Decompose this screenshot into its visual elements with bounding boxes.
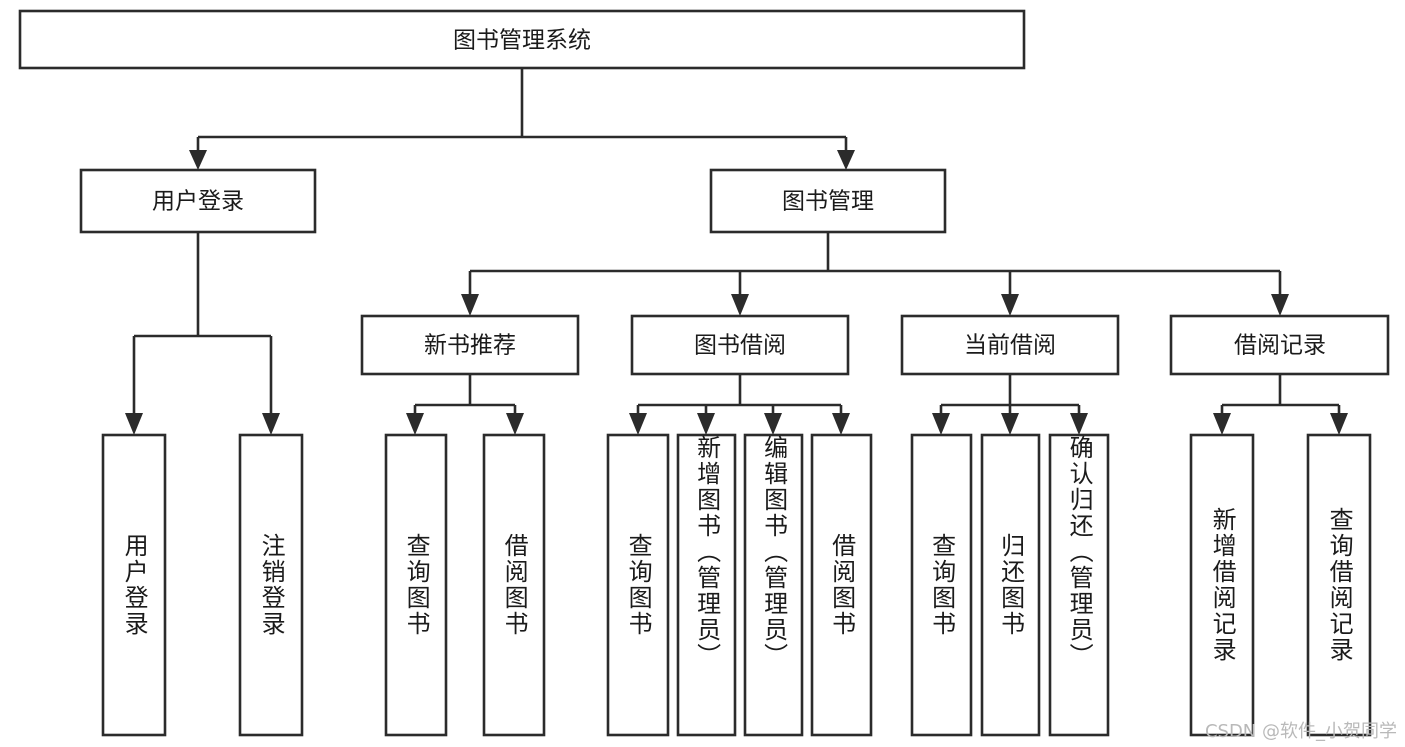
leaf-box-edit-book[interactable] [743, 433, 804, 737]
node-user-login[interactable] [79, 168, 317, 234]
node-root[interactable] [18, 9, 1026, 70]
connector-userlogin-to-leaves [125, 232, 280, 435]
node-book-borrow[interactable] [630, 314, 850, 376]
connector-currentborrow-to-leaves [932, 374, 1088, 435]
node-book-borrow-label: 图书借阅 [694, 333, 786, 359]
leaf-box-user-login[interactable] [101, 433, 167, 737]
connector-borrowrecord-to-leaves [1213, 374, 1348, 435]
node-current-borrow-label: 当前借阅 [964, 333, 1056, 359]
node-book-management[interactable] [709, 168, 947, 234]
connector-root-to-level2 [189, 68, 855, 170]
node-current-borrow[interactable] [900, 314, 1120, 376]
connector-newbook-to-leaves [406, 374, 524, 435]
leaf-box-query-book-current[interactable] [910, 433, 973, 737]
watermark-text: CSDN @软件_小贺同学 [1204, 721, 1397, 742]
connector-bookborrow-to-leaves [629, 374, 850, 435]
leaf-box-borrow-book[interactable] [810, 433, 873, 737]
leaf-box-borrow-book-rec[interactable] [482, 433, 546, 737]
leaf-box-confirm-return[interactable] [1048, 433, 1110, 737]
leaf-box-return-book[interactable] [980, 433, 1041, 737]
node-user-login-label: 用户登录 [152, 189, 244, 215]
node-new-book-recommend-label: 新书推荐 [424, 333, 516, 359]
leaf-box-add-borrow-record[interactable] [1189, 433, 1255, 737]
leaf-box-logout[interactable] [238, 433, 304, 737]
node-borrow-record[interactable] [1169, 314, 1390, 376]
node-new-book-recommend[interactable] [360, 314, 580, 376]
leaf-box-query-book-borrow[interactable] [606, 433, 670, 737]
node-book-management-label: 图书管理 [782, 189, 874, 215]
leaf-box-query-borrow-record[interactable] [1306, 433, 1372, 737]
node-root-label: 图书管理系统 [453, 28, 591, 54]
connector-bookmgmt-to-level3 [461, 232, 1289, 316]
leaf-box-add-book[interactable] [676, 433, 737, 737]
node-borrow-record-label: 借阅记录 [1234, 333, 1326, 359]
leaf-box-query-book-rec[interactable] [384, 433, 448, 737]
